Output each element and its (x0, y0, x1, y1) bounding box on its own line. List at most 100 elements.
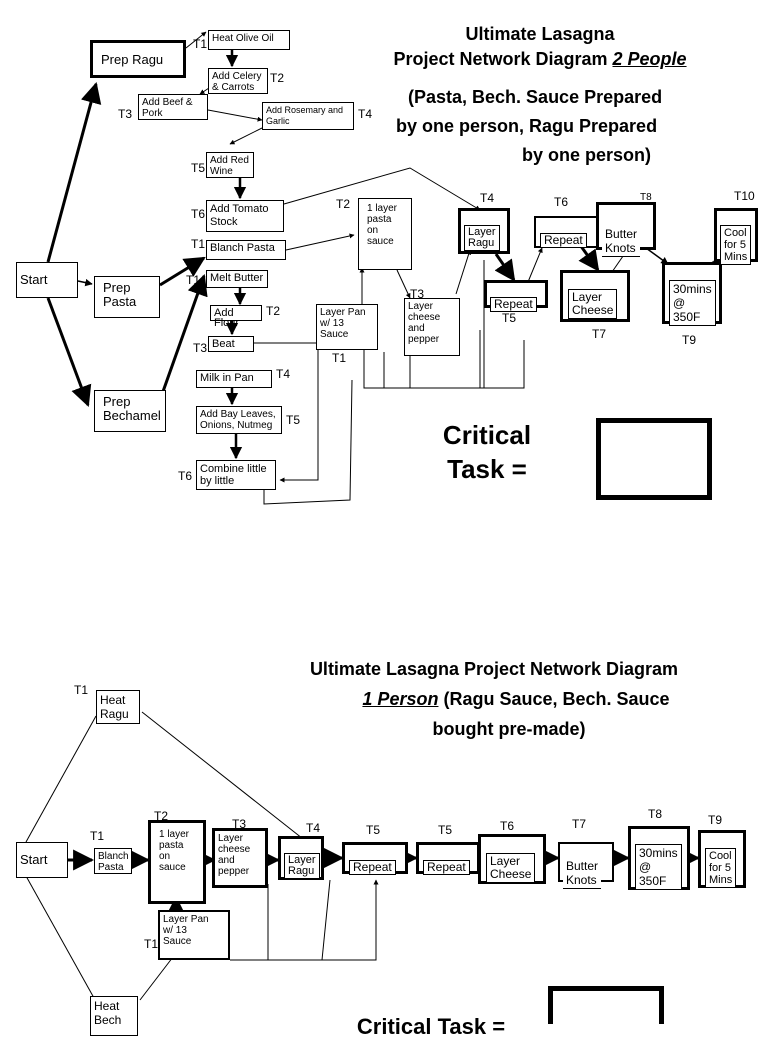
label-t3-beef: T3 (118, 107, 133, 121)
label-t5-wine: T5 (191, 161, 206, 175)
bottom-node-heat-bech: Heat Bech (90, 996, 138, 1036)
bottom-title-line1: Ultimate Lasagna Project Network Diagram (309, 659, 679, 679)
bottom-label-t1-blanch: T1 (90, 829, 105, 843)
label-t6-tomato: T6 (191, 207, 206, 221)
edge-start-prep-pasta (77, 278, 93, 287)
node-cool-label: Cool for 5 Mins (720, 225, 752, 265)
top-critical-answer-box[interactable] (596, 418, 712, 500)
node-repeat-b: Repeat (534, 216, 600, 248)
bottom-label-t1-ragu: T1 (74, 683, 89, 697)
node-prep-ragu: Prep Ragu (90, 40, 186, 78)
node-heat-olive-oil: Heat Olive Oil (208, 30, 290, 50)
bottom-node-bake: 30mins @ 350F (628, 826, 690, 890)
top-title: Ultimate Lasagna Project Network Diagram… (330, 22, 750, 72)
bottom-node-layer-cheese-pepper: Layer cheese and pepper (212, 828, 268, 888)
label-t8-knots: T8 (640, 192, 652, 203)
label-t1-blanch: T1 (191, 237, 206, 251)
node-repeat-b-label: Repeat (540, 233, 587, 248)
node-repeat-a: Repeat (484, 280, 548, 312)
top-critical-label: Critical Task = (442, 420, 532, 484)
node-add-celery: Add Celery & Carrots (208, 68, 268, 94)
node-butter-knots: Butter Knots (596, 202, 656, 257)
label-t1-melt: T1 (186, 273, 201, 287)
bottom-label-t5-repeat-a: T5 (366, 823, 381, 837)
bottom-node-cool-label: Cool for 5 Mins (705, 848, 737, 888)
bottom-critical-label: Critical Task = (356, 1014, 506, 1039)
bottom-label-t1-pan: T1 (144, 937, 159, 951)
bottom-node-one-layer: 1 layer pasta on sauce (148, 820, 206, 904)
bottom-label-t6-cheese: T6 (500, 819, 515, 833)
bottom-node-repeat-b: Repeat (416, 842, 480, 875)
bottom-title-line2: 1 Person (Ragu Sauce, Bech. Sauce (362, 689, 670, 709)
node-start: Start (16, 262, 78, 298)
bottom-critical-answer-box[interactable] (548, 986, 664, 1024)
node-add-flour: Add Flour (210, 305, 262, 329)
bottom-label-t2-layer: T2 (154, 809, 169, 823)
top-subtitle-line5: by one person) (522, 145, 652, 165)
node-add-tomato: Add Tomato Stock (206, 200, 284, 232)
node-layer-cheese-label: Layer Cheese (568, 289, 618, 319)
node-bake: 30mins @ 350F (662, 262, 722, 326)
node-add-red-wine: Add Red Wine (206, 152, 254, 178)
label-t10-cool: T10 (734, 189, 755, 203)
bottom-node-repeat-b-label: Repeat (423, 860, 470, 875)
label-t5-repeat: T5 (502, 311, 517, 325)
node-cool: Cool for 5 Mins (714, 208, 758, 265)
label-t3-cheese: T3 (410, 287, 425, 301)
node-milk-in-pan: Milk in Pan (196, 370, 272, 388)
label-t7-cheese: T7 (592, 327, 607, 341)
node-butter-knots-label: Butter Knots (602, 219, 641, 257)
label-t5-bay: T5 (286, 413, 301, 427)
node-beat: Beat (208, 336, 254, 352)
label-t4-rosemary: T4 (358, 107, 373, 121)
bottom-label-t4-ragu: T4 (306, 821, 321, 835)
top-title-line2: Project Network Diagram 2 People (393, 49, 687, 69)
node-combine: Combine little by little (196, 460, 276, 490)
label-t3-beat: T3 (193, 341, 208, 355)
bottom-label-t5-repeat-b: T5 (438, 823, 453, 837)
bottom-node-butter-knots: Butter Knots (558, 842, 614, 889)
bottom-node-repeat-a-label: Repeat (349, 860, 396, 875)
bottom-title-line3: bought pre-made) (432, 719, 586, 739)
node-layer-cheese-pepper: Layer cheese and pepper (404, 298, 460, 356)
top-subtitle-line4: by one person, Ragu Prepared (396, 116, 658, 136)
node-bake-label: 30mins @ 350F (669, 280, 716, 326)
bottom-node-layer-ragu-label: Layer Ragu (284, 853, 320, 879)
bottom-node-start: Start (16, 842, 68, 878)
node-layer-cheese: Layer Cheese (560, 270, 630, 322)
bottom-node-layer-ragu: Layer Ragu (278, 836, 324, 880)
top-subtitle: (Pasta, Bech. Sauce Prepared by one pers… (396, 83, 756, 170)
label-t2-layer: T2 (336, 197, 351, 211)
node-add-rosemary: Add Rosemary and Garlic (262, 102, 354, 130)
label-t4-milk: T4 (276, 367, 291, 381)
bottom-label-t7-knots: T7 (572, 817, 587, 831)
label-t1-heat: T1 (193, 37, 208, 51)
node-layer-ragu: Layer Ragu (458, 208, 510, 254)
label-t9-bake: T9 (682, 333, 697, 347)
bottom-node-bake-label: 30mins @ 350F (635, 844, 682, 890)
bottom-node-heat-ragu: Heat Ragu (96, 690, 140, 724)
label-t2-celery: T2 (270, 71, 285, 85)
bottom-label-t3-cheese: T3 (232, 817, 247, 831)
top-title-line1: Ultimate Lasagna (465, 24, 615, 44)
label-t4-ragu: T4 (480, 191, 495, 205)
node-blanch-pasta: Blanch Pasta (206, 240, 286, 260)
bottom-node-blanch-pasta: Blanch Pasta (94, 848, 132, 874)
node-prep-pasta: Prep Pasta (94, 276, 160, 318)
edge-start-prep-ragu (46, 81, 102, 263)
node-layer-ragu-label: Layer Ragu (464, 225, 500, 251)
bottom-title: Ultimate Lasagna Project Network Diagram… (244, 654, 744, 744)
label-t1-pan: T1 (332, 351, 347, 365)
label-t6-combine: T6 (178, 469, 193, 483)
edge-start-prep-bechamel (46, 297, 92, 407)
bottom-label-t9-cool: T9 (708, 813, 723, 827)
node-melt-butter: Melt Butter (206, 270, 268, 288)
node-add-beef: Add Beef & Pork (138, 94, 208, 120)
bottom-node-layer-pan: Layer Pan w/ 13 Sauce (158, 910, 230, 960)
bottom-node-layer-cheese-label: Layer Cheese (486, 853, 536, 883)
node-add-bay: Add Bay Leaves, Onions, Nutmeg (196, 406, 282, 434)
top-subtitle-line3: (Pasta, Bech. Sauce Prepared (408, 87, 663, 107)
label-t6-repeat: T6 (554, 195, 569, 209)
bottom-node-repeat-a: Repeat (342, 842, 408, 875)
bottom-node-layer-cheese: Layer Cheese (478, 834, 546, 884)
